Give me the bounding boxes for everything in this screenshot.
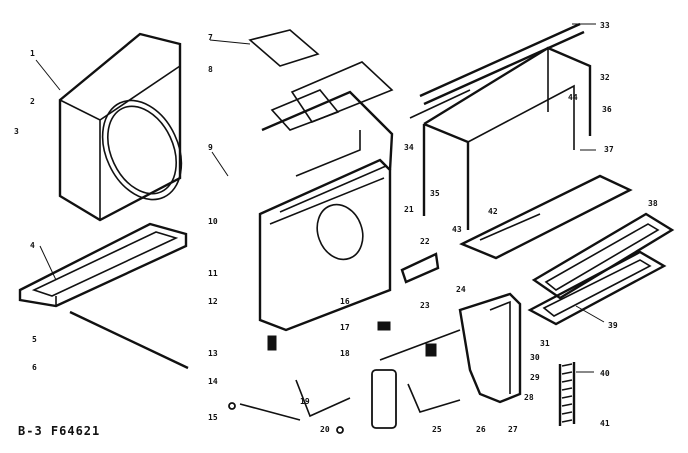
callout-29: 29 [530, 373, 540, 382]
callout-31: 31 [540, 339, 550, 348]
reference-code: B-3 F64621 [18, 424, 101, 438]
callout-43: 43 [452, 225, 462, 234]
top-rail [409, 22, 585, 119]
callout-18: 18 [340, 349, 350, 358]
callout-26: 26 [476, 425, 486, 434]
control-box [458, 292, 522, 404]
callout-21: 21 [404, 205, 414, 214]
callout-13: 13 [208, 349, 218, 358]
fan-shroud [58, 32, 183, 222]
grille-slats [558, 362, 576, 426]
callout-36: 36 [602, 105, 612, 114]
top-shelf [248, 29, 394, 131]
callout-labels: 1 2 3 4 5 6 7 8 9 10 11 12 13 14 15 16 1… [14, 21, 658, 434]
callout-40: 40 [600, 369, 610, 378]
callout-30: 30 [530, 353, 540, 362]
callout-3: 3 [14, 127, 19, 136]
base-pan [18, 222, 189, 370]
callout-8: 8 [208, 65, 213, 74]
callout-6: 6 [32, 363, 37, 372]
callout-37: 37 [604, 145, 614, 154]
callout-24: 24 [456, 285, 466, 294]
callout-19: 19 [300, 397, 310, 406]
callout-27: 27 [508, 425, 518, 434]
callout-22: 22 [420, 237, 430, 246]
callout-28: 28 [524, 393, 534, 402]
callout-1: 1 [30, 49, 35, 58]
callout-34: 34 [404, 143, 414, 152]
callout-44: 44 [568, 93, 578, 102]
callout-23: 23 [420, 301, 430, 310]
callout-16: 16 [340, 297, 350, 306]
callout-20: 20 [320, 425, 330, 434]
callout-leaders [35, 23, 605, 373]
small-hardware [228, 252, 440, 434]
cabinet [422, 46, 592, 230]
callout-9: 9 [208, 143, 213, 152]
callout-11: 11 [208, 269, 218, 278]
callout-5: 5 [32, 335, 37, 344]
callout-38: 38 [648, 199, 658, 208]
callout-35: 35 [430, 189, 440, 198]
callout-39: 39 [608, 321, 618, 330]
callout-14: 14 [208, 377, 218, 386]
callout-17: 17 [340, 323, 350, 332]
callout-41: 41 [600, 419, 610, 428]
callout-4: 4 [30, 241, 35, 250]
callout-12: 12 [208, 297, 218, 306]
motor-tubing [239, 329, 461, 429]
callout-2: 2 [30, 97, 35, 106]
center-partition [258, 90, 394, 332]
callout-7: 7 [208, 33, 213, 42]
callout-33: 33 [600, 21, 610, 30]
callout-25: 25 [432, 425, 442, 434]
side-plate [459, 174, 633, 260]
callout-32: 32 [600, 73, 610, 82]
drawing-parts [18, 22, 675, 434]
callout-10: 10 [208, 217, 218, 226]
callout-42: 42 [488, 207, 498, 216]
callout-15: 15 [208, 413, 218, 422]
filter-frames [527, 212, 675, 326]
